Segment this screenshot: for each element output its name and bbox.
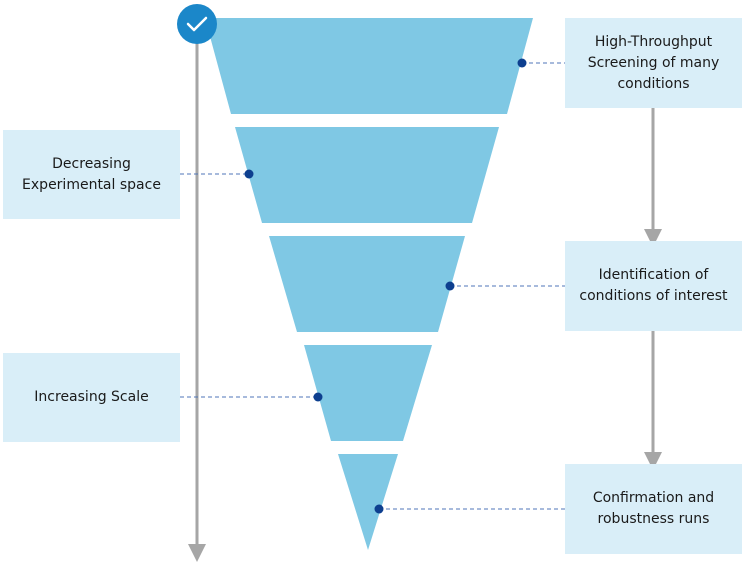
label-increasing-scale: Increasing Scale xyxy=(3,353,180,442)
funnel-tier-4 xyxy=(304,345,432,441)
label-text: Increasing Scale xyxy=(34,389,149,405)
label-text: Identification of conditions of interest xyxy=(579,267,728,304)
connector-dot-hts xyxy=(517,58,527,68)
label-high-throughput-screening: High-Throughput Screening of many condit… xyxy=(565,18,742,108)
check-icon xyxy=(186,16,208,32)
label-text: Confirmation and robustness runs xyxy=(592,490,715,527)
check-badge xyxy=(177,4,217,44)
connector-dot-identification xyxy=(445,281,455,291)
connector-dot-confirmation xyxy=(374,504,384,514)
label-confirmation-robustness-runs: Confirmation and robustness runs xyxy=(565,464,742,554)
label-text: Decreasing Experimental space xyxy=(22,155,161,193)
funnel-tier-5 xyxy=(338,454,398,550)
connector-dot-decreasing xyxy=(244,169,254,179)
funnel-tier-3 xyxy=(269,236,465,332)
funnel-tier-2 xyxy=(235,127,499,223)
label-text: High-Throughput Screening of many condit… xyxy=(587,33,720,92)
connector-dot-increasing xyxy=(313,392,323,402)
label-decreasing-experimental-space: Decreasing Experimental space xyxy=(3,130,180,219)
label-identification-of-conditions: Identification of conditions of interest xyxy=(565,241,742,331)
funnel-tier-1 xyxy=(205,18,533,114)
